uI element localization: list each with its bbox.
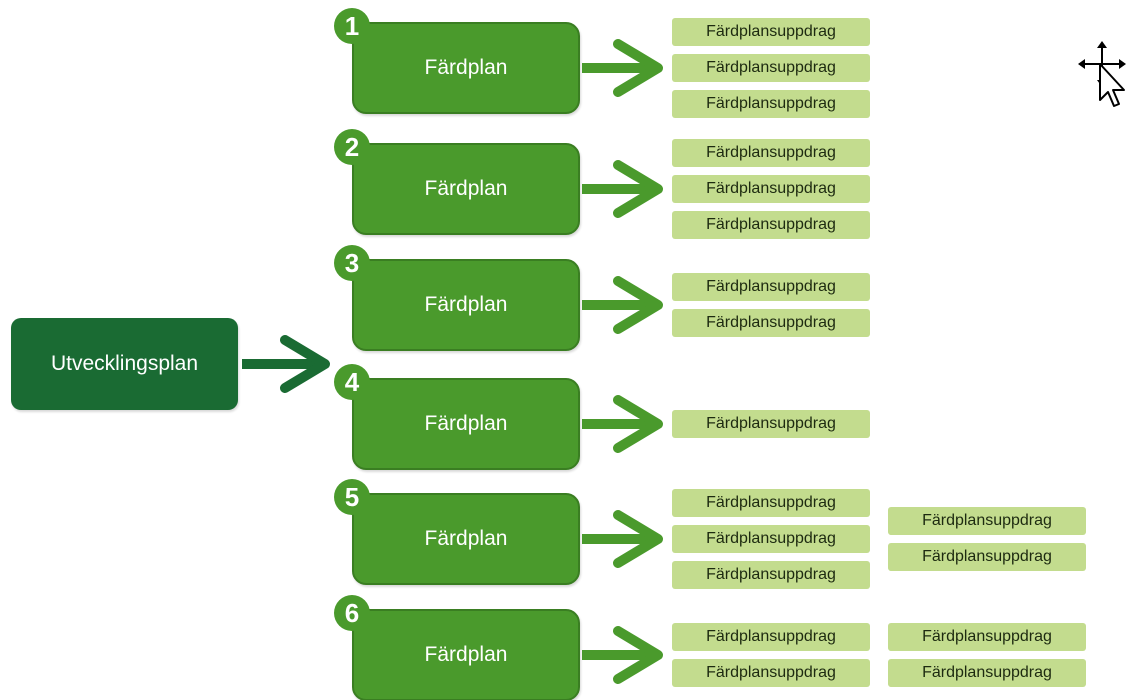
task-item[interactable]: Färdplansuppdrag	[672, 175, 870, 203]
task-item[interactable]: Färdplansuppdrag	[672, 139, 870, 167]
plan-number-badge: 1	[334, 8, 370, 44]
root-node-label: Utvecklingsplan	[50, 352, 199, 375]
task-item[interactable]: Färdplansuppdrag	[672, 561, 870, 589]
plan-arrow-4	[582, 395, 663, 453]
plan-node-5[interactable]: Färdplan	[352, 493, 580, 585]
task-item[interactable]: Färdplansuppdrag	[672, 54, 870, 82]
plan-node-4[interactable]: Färdplan	[352, 378, 580, 470]
task-item[interactable]: Färdplansuppdrag	[888, 507, 1086, 535]
task-item[interactable]: Färdplansuppdrag	[672, 659, 870, 687]
plan-arrow-3	[582, 276, 663, 334]
task-item[interactable]: Färdplansuppdrag	[672, 525, 870, 553]
task-item[interactable]: Färdplansuppdrag	[672, 309, 870, 337]
plan-node-label: Färdplan	[424, 643, 508, 666]
task-item[interactable]: Färdplansuppdrag	[888, 659, 1086, 687]
task-item[interactable]: Färdplansuppdrag	[888, 543, 1086, 571]
plan-number-badge: 4	[334, 364, 370, 400]
plan-node-label: Färdplan	[424, 527, 508, 550]
root-arrow	[242, 335, 330, 393]
plan-arrow-5	[582, 510, 663, 568]
task-item[interactable]: Färdplansuppdrag	[672, 489, 870, 517]
plan-node-2[interactable]: Färdplan	[352, 143, 580, 235]
plan-node-6[interactable]: Färdplan	[352, 609, 580, 700]
plan-node-label: Färdplan	[424, 293, 508, 316]
plan-arrow-6	[582, 626, 663, 684]
plan-arrow-2	[582, 160, 663, 218]
plan-node-label: Färdplan	[424, 412, 508, 435]
plan-number-badge: 5	[334, 479, 370, 515]
task-item[interactable]: Färdplansuppdrag	[672, 90, 870, 118]
plan-number-badge: 3	[334, 245, 370, 281]
task-item[interactable]: Färdplansuppdrag	[672, 410, 870, 438]
plan-node-3[interactable]: Färdplan	[352, 259, 580, 351]
plan-number-badge: 6	[334, 595, 370, 631]
task-item[interactable]: Färdplansuppdrag	[672, 273, 870, 301]
task-item[interactable]: Färdplansuppdrag	[672, 623, 870, 651]
move-cursor-icon	[1078, 41, 1126, 107]
task-item[interactable]: Färdplansuppdrag	[888, 623, 1086, 651]
plan-node-label: Färdplan	[424, 177, 508, 200]
root-node-utvecklingsplan[interactable]: Utvecklingsplan	[11, 318, 238, 410]
plan-node-label: Färdplan	[424, 56, 508, 79]
task-item[interactable]: Färdplansuppdrag	[672, 211, 870, 239]
plan-node-1[interactable]: Färdplan	[352, 22, 580, 114]
plan-arrow-1	[582, 39, 663, 97]
plan-number-badge: 2	[334, 129, 370, 165]
task-item[interactable]: Färdplansuppdrag	[672, 18, 870, 46]
